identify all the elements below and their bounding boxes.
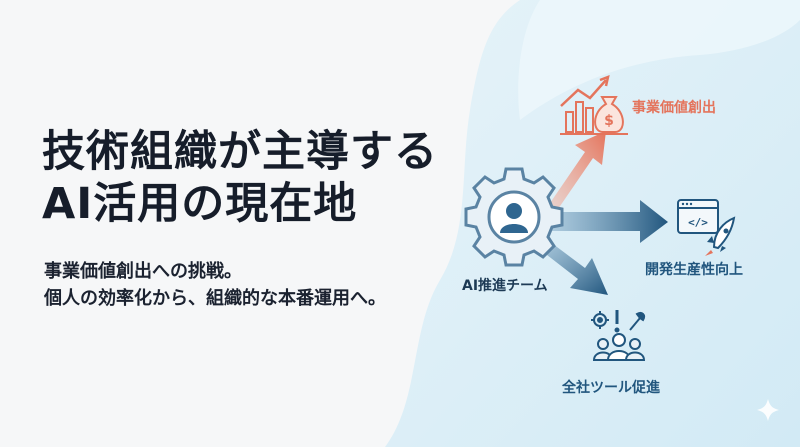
arrow-to-dev-productivity — [550, 200, 668, 243]
growth-chart-money-bag-icon: $ — [560, 75, 628, 135]
tools-people-icon — [591, 310, 646, 361]
slide-subtitle-line-2: 個人の効率化から、組織的な本番運用へ。 — [44, 288, 386, 309]
code-window-rocket-icon: </> — [677, 199, 736, 256]
gear-user-icon — [464, 167, 564, 267]
slide-title: 技術組織が主導する AI活用の現在地 — [42, 126, 438, 230]
slide-title-line-1: 技術組織が主導する — [42, 127, 438, 177]
svg-text:$: $ — [604, 113, 614, 129]
slide-subtitle: 事業価値創出への挑戦。 個人の効率化から、組織的な本番運用へ。 — [44, 258, 386, 312]
sparkle-icon — [757, 399, 779, 421]
slide-title-line-2: AI活用の現在地 — [42, 179, 358, 229]
ai-team-label: AI推進チーム — [462, 278, 548, 294]
dev-productivity-label: 開発生産性向上 — [645, 262, 743, 278]
background-blob-highlight — [518, 0, 800, 120]
svg-text:</>: </> — [688, 216, 708, 229]
slide-subtitle-line-1: 事業価値創出への挑戦。 — [44, 261, 242, 282]
arrow-to-company-tools — [538, 238, 608, 295]
company-tools-label: 全社ツール促進 — [562, 380, 660, 396]
arrow-to-business-value — [548, 131, 606, 212]
business-value-label: 事業価値創出 — [632, 100, 716, 116]
